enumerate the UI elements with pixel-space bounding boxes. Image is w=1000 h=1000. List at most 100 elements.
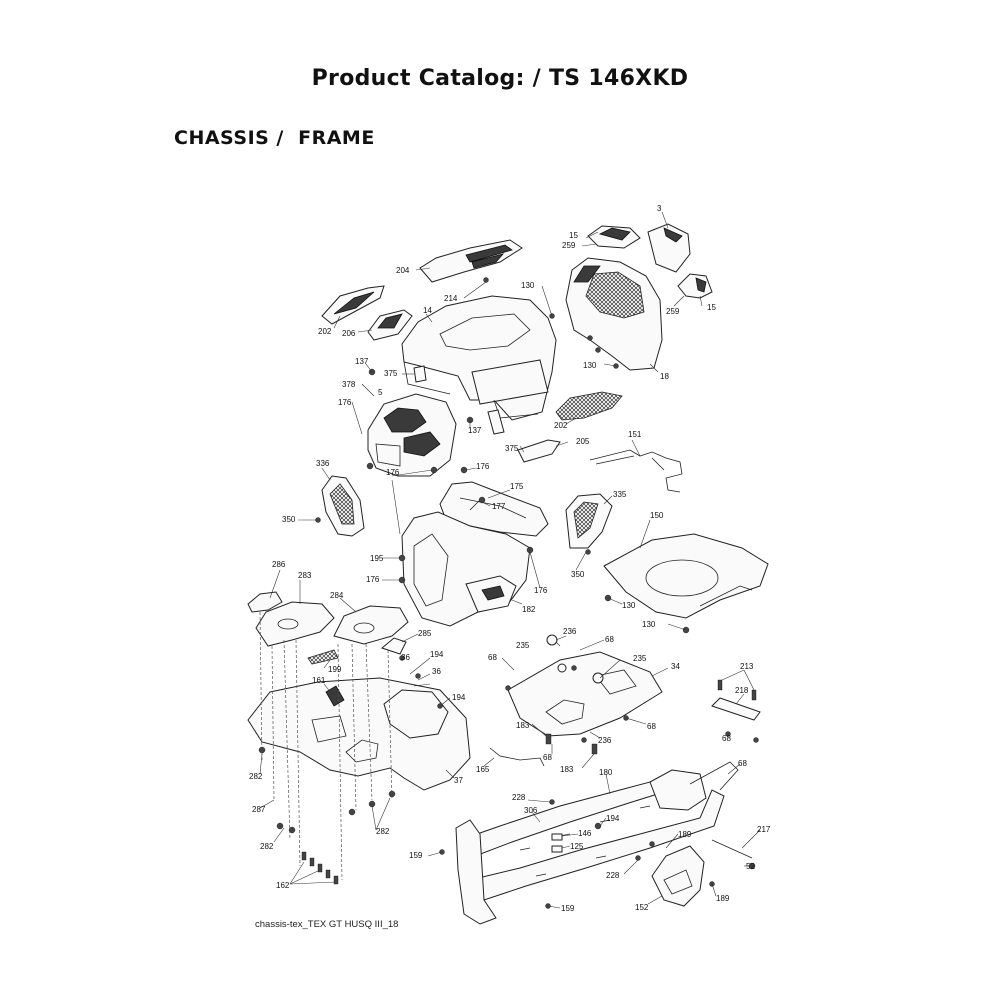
part-150-floor-opening: [645, 559, 719, 597]
callout-235-b: 235: [633, 654, 647, 663]
callout-137-b: 137: [468, 426, 482, 435]
part-18-grille-mesh: [585, 271, 645, 319]
part-15-emblem-side: [677, 273, 713, 299]
callout-284: 284: [330, 591, 344, 600]
part-286-bracket: [247, 591, 283, 613]
callout-199: 199: [328, 665, 342, 674]
part-5-dash-gauges: [383, 407, 427, 433]
part-180-frame-holes: [519, 805, 651, 877]
callout-176-b: 176: [386, 468, 400, 477]
part-204-vent-slots: [465, 244, 513, 269]
part-5-dash-slot: [375, 443, 401, 467]
part-183-spacer-a: [545, 733, 552, 745]
frame-assembly: [439, 761, 756, 925]
callout-213: 213: [740, 662, 754, 671]
callout-34: 34: [671, 662, 680, 671]
callout-150: 150: [650, 511, 664, 520]
callout-165: 165: [476, 765, 490, 774]
part-235-bushing-a: [546, 634, 558, 646]
callout-183: 183: [516, 721, 530, 730]
callout-175: 175: [510, 482, 524, 491]
part-180-frame-rear: [689, 761, 739, 791]
part-15-emblem-side-detail: [695, 277, 707, 293]
callout-204: 204: [396, 266, 410, 275]
dash-assembly: [321, 365, 769, 627]
part-202-left-grille-slots: [333, 291, 375, 315]
callout-52: 52: [746, 862, 755, 871]
part-15-emblem-top-detail: [598, 227, 631, 241]
part-182-shroud-inner: [413, 533, 449, 607]
callout-282: 282: [249, 772, 263, 781]
callout-130: 130: [521, 281, 535, 290]
callout-146: 146: [578, 829, 592, 838]
callout-152: 152: [635, 903, 649, 912]
callout-18: 18: [660, 372, 669, 381]
part-5-dash-panel: [367, 393, 457, 477]
callout-306: 306: [524, 806, 538, 815]
callout-68-d: 68: [722, 734, 731, 743]
part-284-pod-hole: [353, 622, 375, 634]
callout-282-b: 282: [260, 842, 274, 851]
callout-130-b: 130: [583, 361, 597, 370]
callout-235: 235: [516, 641, 530, 650]
steering-plate-assembly: [489, 634, 663, 767]
callout-205: 205: [576, 437, 590, 446]
part-205-bracket: [517, 439, 561, 463]
callout-15: 15: [569, 231, 578, 240]
part-283-fender-pod: [255, 601, 335, 647]
callout-176-e: 176: [534, 586, 548, 595]
callout-336: 336: [316, 459, 330, 468]
callout-285: 285: [418, 629, 432, 638]
callout-259-side: 259: [666, 307, 680, 316]
callout-5: 5: [378, 388, 383, 397]
part-5-dash-cluster: [403, 431, 441, 457]
fender-assembly: [247, 591, 471, 885]
section-heading: CHASSIS / FRAME: [174, 127, 375, 149]
callout-36-b: 36: [432, 667, 441, 676]
callout-194: 194: [430, 650, 444, 659]
part-146-clip: [551, 833, 563, 841]
part-14-hood-grille-opening: [471, 359, 549, 405]
part-180-frame-rail-lower: [469, 789, 725, 903]
part-151-linkage-b: [595, 455, 665, 471]
part-180-frame-front: [455, 819, 497, 925]
callout-162: 162: [276, 881, 290, 890]
callout-375-b: 375: [505, 444, 519, 453]
callout-68: 68: [605, 635, 614, 644]
callout-378: 378: [342, 380, 356, 389]
part-37-fender-slot: [311, 715, 347, 743]
callout-214: 214: [444, 294, 458, 303]
callout-68-b: 68: [488, 653, 497, 662]
part-14-hood-inner: [439, 313, 531, 351]
part-284-fender-pod: [333, 605, 409, 645]
part-375-decal-b: [487, 409, 505, 435]
part-228-bolt-b: [635, 855, 641, 861]
part-375-decal-a: [413, 365, 427, 383]
part-37-fender-cupholder: [345, 739, 379, 763]
part-150-floor-rib: [699, 585, 753, 607]
callout-228-b: 228: [606, 871, 620, 880]
callout-labels: 3 15 259 204 130 214 259 15 202 206 14 1…: [249, 204, 771, 913]
part-213-bolt-a: [717, 679, 723, 691]
callout-286: 286: [272, 560, 286, 569]
part-218-bracket: [711, 697, 761, 721]
part-161-lever-slot: [325, 685, 345, 707]
part-236-bushing: [557, 663, 567, 673]
callout-218: 218: [735, 686, 749, 695]
callout-159: 159: [409, 851, 423, 860]
callout-37: 37: [454, 776, 463, 785]
part-125-clip: [551, 845, 563, 853]
callout-3: 3: [657, 204, 662, 213]
callout-176-d: 176: [366, 575, 380, 584]
callout-228: 228: [512, 793, 526, 802]
callout-68-e: 68: [543, 753, 552, 762]
callout-335: 335: [613, 490, 627, 499]
callout-202: 202: [318, 327, 332, 336]
part-335-right-mesh: [573, 501, 599, 539]
part-202-right-grille: [555, 391, 623, 421]
part-34-plate-cutout: [595, 669, 637, 695]
callout-194-b: 194: [452, 693, 466, 702]
part-336-left-mesh: [329, 483, 355, 525]
callout-130-d: 130: [642, 620, 656, 629]
